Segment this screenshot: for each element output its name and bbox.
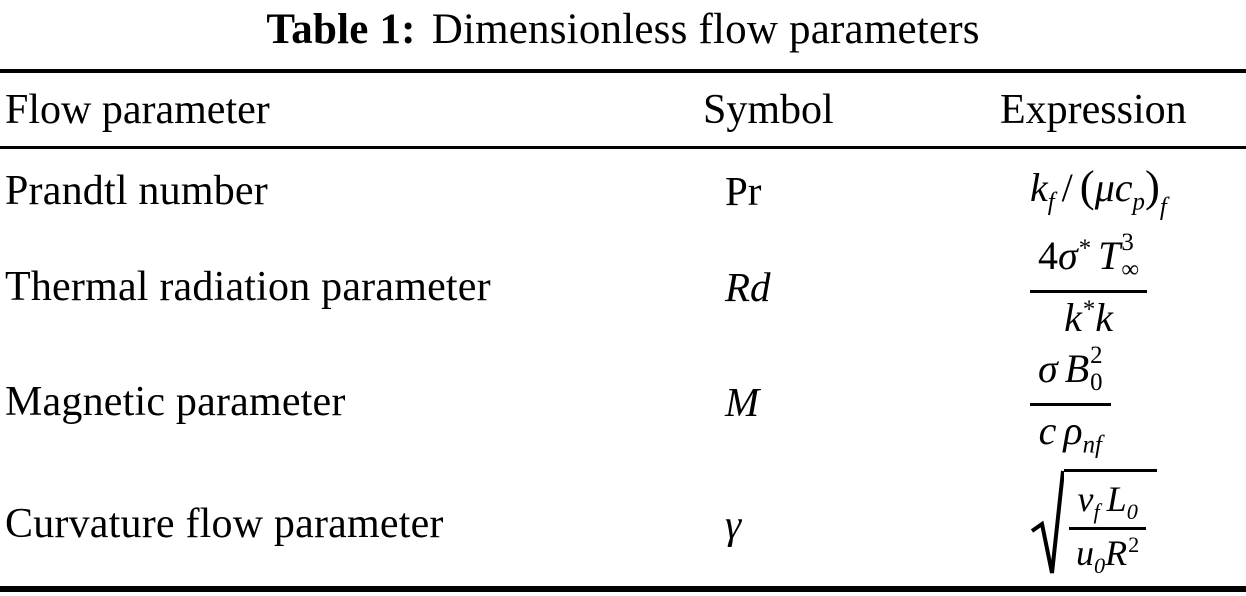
math-supsub: 3∞	[1121, 230, 1139, 284]
symbol: Pr	[725, 167, 762, 214]
expression: kf/(μcp)f	[1030, 161, 1167, 220]
math-token: k	[1030, 165, 1048, 211]
expression-cell: kf/(μcp)f	[1000, 160, 1246, 220]
math-subscript: p	[1132, 188, 1145, 216]
sqrt-radical-icon	[1030, 470, 1064, 574]
caption-text: Dimensionless flow parameters	[431, 6, 980, 53]
param-cell: Thermal radiation parameter	[5, 264, 491, 310]
math-token: B	[1064, 345, 1090, 391]
right-paren: )	[1144, 161, 1160, 212]
header-parameter: Flow parameter	[5, 86, 270, 133]
math-token: v	[1077, 479, 1094, 520]
math-token: 4	[1038, 233, 1058, 279]
table-row: Prandtl number Pr kf/(μcp)f	[0, 149, 1246, 232]
math-token: T	[1098, 233, 1121, 279]
math-subscript: 0	[1090, 368, 1103, 396]
math-token: L	[1106, 479, 1127, 520]
math-superscript: 2	[1128, 532, 1140, 558]
math-token: k	[1095, 294, 1113, 340]
math-token: σ	[1038, 345, 1058, 391]
symbol-cell: γ	[703, 500, 1000, 548]
header-rule	[0, 146, 1246, 149]
math-token: μc	[1094, 165, 1133, 211]
math-subscript: ∞	[1121, 256, 1140, 284]
math-operator: /	[1061, 165, 1073, 211]
header-symbol: Symbol	[703, 86, 834, 133]
caption-label: Table 1:	[266, 6, 416, 53]
table-caption: Table 1: Dimensionless flow parameters	[0, 0, 1246, 69]
math-superscript: *	[1078, 234, 1092, 262]
math-subscript: f	[1047, 188, 1055, 216]
denominator: k*k	[1056, 293, 1121, 341]
math-subscript: nf	[1082, 431, 1102, 459]
math-subscript: 0	[1094, 552, 1106, 578]
math-superscript: 3	[1121, 229, 1134, 257]
bottom-rule	[0, 586, 1246, 592]
math-token: σ	[1058, 233, 1078, 279]
header-row: Flow parameter Symbol Expression	[0, 73, 1246, 146]
param-cell: Prandtl number	[5, 167, 268, 214]
math-subscript: f	[1093, 499, 1100, 525]
top-rule	[0, 69, 1246, 73]
math-subscript: 0	[1126, 499, 1138, 525]
symbol-cell: M	[703, 378, 1000, 426]
symbol-cell: Rd	[703, 263, 1000, 311]
math-token: u	[1076, 532, 1094, 573]
math-superscript: 2	[1090, 342, 1103, 369]
symbol: Rd	[725, 264, 771, 310]
math-token: c	[1038, 407, 1057, 453]
math-token: R	[1105, 532, 1128, 573]
header-expression: Expression	[1000, 86, 1187, 133]
symbol: γ	[725, 501, 742, 547]
math-superscript: *	[1082, 296, 1096, 324]
symbol-cell: Pr	[703, 167, 1000, 215]
denominator: u0R2	[1068, 530, 1147, 577]
math-subscript: f	[1159, 193, 1167, 221]
left-paren: (	[1079, 161, 1095, 212]
param-cell: Magnetic parameter	[5, 379, 346, 425]
math-token: k	[1064, 294, 1082, 340]
symbol: M	[725, 379, 760, 425]
param-cell: Curvature flow parameter	[5, 501, 444, 547]
math-token: ρ	[1063, 407, 1083, 453]
